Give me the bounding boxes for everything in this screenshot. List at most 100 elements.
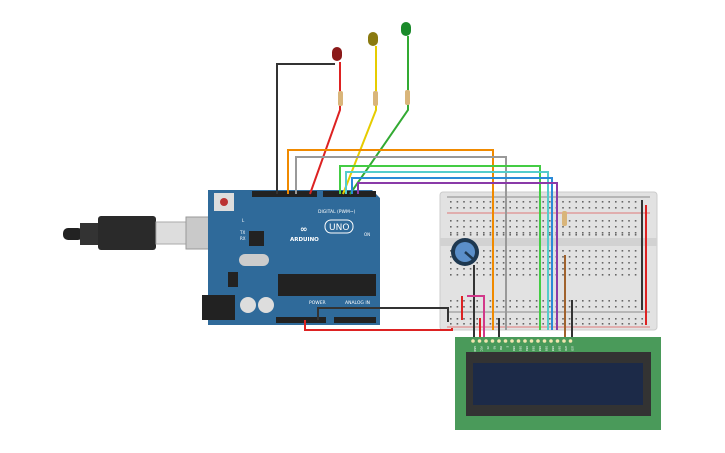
breadboard-hole [450,201,452,203]
lcd-pin[interactable] [503,339,508,343]
breadboard-hole [588,306,591,308]
breadboard-hole [575,232,577,234]
lcd-pin[interactable] [516,339,521,343]
breadboard-hole [595,250,597,252]
breadboard-hole [542,268,544,270]
lcd-pin[interactable] [536,339,540,343]
breadboard-hole [476,323,478,325]
breadboard-hole [628,207,630,209]
breadboard-hole [496,226,498,228]
breadboard-hole [450,256,452,258]
breadboard-hole [502,232,505,234]
breadboard-hole [575,274,577,276]
breadboard-hole [628,234,630,236]
breadboard-hole [582,250,584,252]
lcd-pin[interactable] [555,339,560,343]
breadboard-hole [496,207,498,209]
breadboard-hole [463,323,465,325]
breadboard-hole [456,300,459,302]
lcd-pin[interactable] [477,339,482,343]
breadboard-hole [641,323,643,325]
breadboard-hole [489,234,492,236]
breadboard-hole [502,226,505,228]
breadboard-hole [509,207,511,209]
breadboard-hole [621,201,624,203]
breadboard-hole [608,250,610,252]
breadboard-hole [615,234,617,236]
breadboard-hole [469,300,472,302]
led-red[interactable] [332,47,342,61]
breadboard-hole [483,226,485,228]
breadboard-hole [601,250,604,252]
breadboard-hole [535,201,538,203]
breadboard-hole [483,274,485,276]
breadboard-hole [483,250,485,252]
breadboard-hole [568,226,571,228]
breadboard-hole [489,268,492,270]
lcd-pin[interactable] [549,339,553,343]
breadboard-hole [549,201,551,203]
breadboard-hole [615,306,617,308]
breadboard-hole [542,300,544,302]
breadboard-hole [522,256,525,258]
arduino-brand: ARDUINO [290,237,319,243]
led-yellow[interactable] [368,32,378,46]
breadboard-hole [582,234,584,236]
breadboard-hole [456,323,459,325]
breadboard-hole [634,274,637,276]
breadboard-hole [601,226,604,228]
breadboard-hole [502,306,505,308]
led-green[interactable] [401,22,411,36]
breadboard-hole [601,201,604,203]
breadboard-hole [509,250,511,252]
lcd-pin-label: DB6 [551,346,555,352]
breadboard-hole [568,274,571,276]
tx-label: TX [239,230,245,235]
l-label: L [242,218,245,223]
breadboard-hole [489,318,492,320]
breadboard-hole [529,300,531,302]
breadboard-hole [489,207,492,209]
lcd-pin[interactable] [529,339,534,343]
lcd-pin[interactable] [510,339,514,343]
breadboard-hole [595,201,597,203]
lcd-pin[interactable] [523,339,527,343]
lcd-pin[interactable] [484,339,488,343]
breadboard-hole [575,207,577,209]
breadboard-hole [568,232,571,234]
lcd-pin[interactable] [490,339,495,343]
breadboard-hole [529,306,531,308]
breadboard-hole [476,226,478,228]
breadboard-hole [522,220,525,222]
lcd-pin[interactable] [568,339,573,343]
breadboard-hole [463,300,465,302]
breadboard-hole [634,207,637,209]
lcd-pin[interactable] [497,339,501,343]
lcd-pin[interactable] [562,339,566,343]
lcd-pin-label: DB4 [538,346,542,352]
breadboard-hole [575,318,577,320]
lcd-pin[interactable] [471,339,475,343]
breadboard-hole [549,207,551,209]
breadboard-hole [456,306,459,308]
breadboard-hole [489,306,492,308]
breadboard-hole [489,256,492,258]
lcd-pin-label: DB5 [545,346,549,352]
rx-label: RX [240,236,246,241]
breadboard-hole [601,262,604,264]
breadboard-hole [588,201,591,203]
breadboard-hole [456,220,459,222]
digital-label: DIGITAL (PWM~) [318,209,356,215]
breadboard-hole [535,207,538,209]
breadboard-hole [601,306,604,308]
breadboard-hole [476,274,478,276]
potentiometer[interactable] [451,238,479,266]
breadboard-hole [621,323,624,325]
breadboard-hole [496,232,498,234]
breadboard-hole [628,268,630,270]
breadboard-hole [582,256,584,258]
lcd-pin[interactable] [542,339,547,343]
lcd-pin-label: DB0 [512,346,516,352]
breadboard-hole [509,300,511,302]
